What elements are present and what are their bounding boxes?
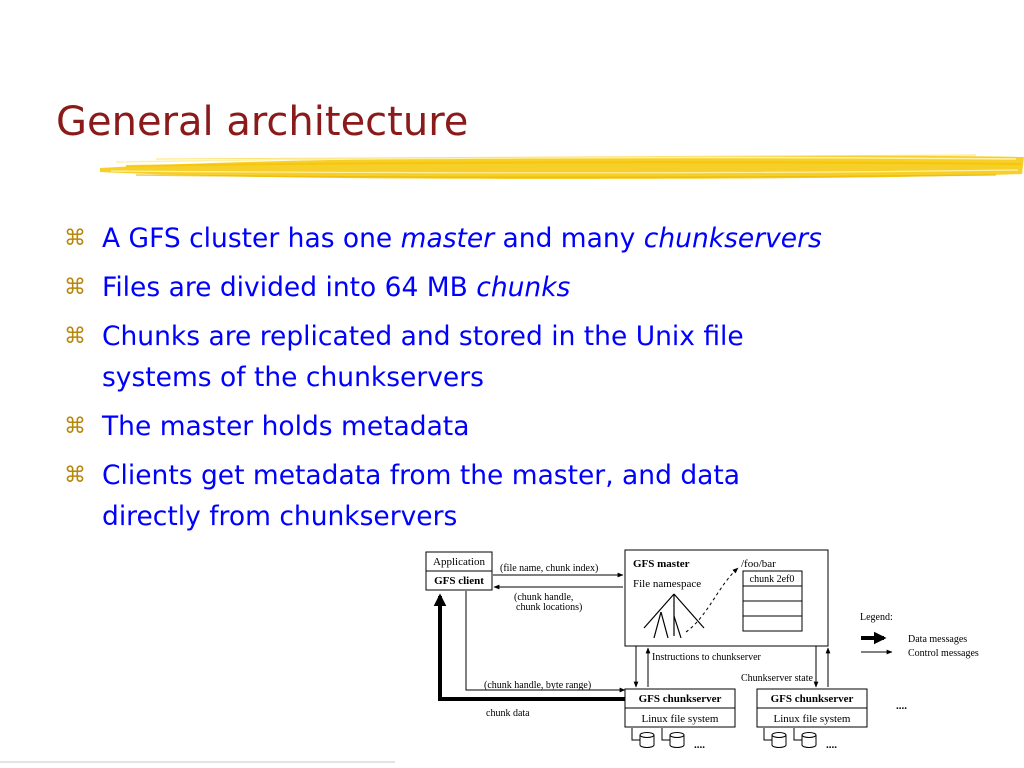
bullet-text-line: systems of the chunkservers <box>102 357 994 398</box>
gfs-master-box <box>624 549 829 647</box>
linux-fs-box-2 <box>756 707 868 728</box>
bullet-text: directly from chunkservers <box>102 501 458 532</box>
reply-label-2: chunk locations) <box>516 602 582 613</box>
emphasis-term: master <box>400 223 495 254</box>
gfs-architecture-diagram: Application GFS client GFS master File n… <box>425 549 979 751</box>
disk-icons-1 <box>631 728 685 748</box>
instructions-label: Instructions to chunkserver <box>652 652 762 663</box>
bullet-text-line: A GFS cluster has one master and many ch… <box>102 218 994 259</box>
bullet-text-line: directly from chunkservers <box>102 496 994 537</box>
legend-data-label: Data messages <box>908 634 967 645</box>
bullet-item: ⌘ A GFS cluster has one master and many c… <box>64 218 994 259</box>
chunkserver-label-2: GFS chunkserver <box>771 693 854 705</box>
namespace-tree-icon <box>643 593 705 639</box>
bullet-item: ⌘ The master holds metadata <box>64 406 994 447</box>
slide-title: General architecture <box>56 99 469 145</box>
emphasis-term: chunkservers <box>643 223 822 254</box>
chunkserver-state-label: Chunkserver state <box>741 673 813 684</box>
bullet-text-line: Files are divided into 64 MB chunks <box>102 267 994 308</box>
linux-fs-label-2: Linux file system <box>774 713 851 725</box>
gfs-master-label: GFS master <box>633 558 690 570</box>
linux-fs-box-1 <box>624 707 736 728</box>
bullet-text: systems of the chunkservers <box>102 362 484 393</box>
chunk-data-label: chunk data <box>486 708 530 719</box>
command-key-icon: ⌘ <box>64 414 86 439</box>
bullet-text-line: The master holds metadata <box>102 406 994 447</box>
emphasis-term: chunks <box>476 272 571 303</box>
command-key-icon: ⌘ <box>64 463 86 488</box>
command-key-icon: ⌘ <box>64 226 86 251</box>
bullet-list: ⌘ A GFS cluster has one master and many c… <box>64 218 994 545</box>
reply-label-1: (chunk handle, <box>514 592 573 603</box>
gfs-client-label: GFS client <box>434 575 484 587</box>
request-label: (file name, chunk index) <box>500 563 598 574</box>
footer-rule <box>0 761 395 763</box>
bullet-text: and many <box>494 223 644 254</box>
application-label: Application <box>433 556 485 568</box>
brush-underline <box>100 154 1024 179</box>
command-key-icon: ⌘ <box>64 275 86 300</box>
bullet-item: ⌘ Files are divided into 64 MB chunks <box>64 267 994 308</box>
disk-icons-2 <box>763 728 817 748</box>
bullet-item: ⌘ Clients get metadata from the master, a… <box>64 455 994 537</box>
path-label: /foo/bar <box>741 558 776 570</box>
bullet-text-line: Chunks are replicated and stored in the … <box>102 316 994 357</box>
bullet-item: ⌘ Chunks are replicated and stored in the… <box>64 316 994 398</box>
bullet-text: The master holds metadata <box>102 411 470 442</box>
gfs-client-box <box>425 570 493 591</box>
linux-fs-label-1: Linux file system <box>642 713 719 725</box>
bullet-text: A GFS cluster has one <box>102 223 401 254</box>
more-servers-ellipsis: .... <box>896 700 907 712</box>
disk-ellipsis-2: .... <box>826 739 837 751</box>
disk-ellipsis-1: .... <box>694 739 705 751</box>
bullet-text: Chunks are replicated and stored in the … <box>102 321 744 352</box>
command-key-icon: ⌘ <box>64 324 86 349</box>
chunkserver-label-1: GFS chunkserver <box>639 693 722 705</box>
file-namespace-label: File namespace <box>633 578 701 590</box>
byte-range-label: (chunk handle, byte range) <box>484 680 591 691</box>
bullet-text: Files are divided into 64 MB <box>102 272 477 303</box>
chunk-id-label: chunk 2ef0 <box>750 574 795 585</box>
bullet-text-line: Clients get metadata from the master, an… <box>102 455 994 496</box>
legend-control-label: Control messages <box>908 648 979 659</box>
legend-title: Legend: <box>860 612 893 623</box>
bullet-text: Clients get metadata from the master, an… <box>102 460 741 491</box>
